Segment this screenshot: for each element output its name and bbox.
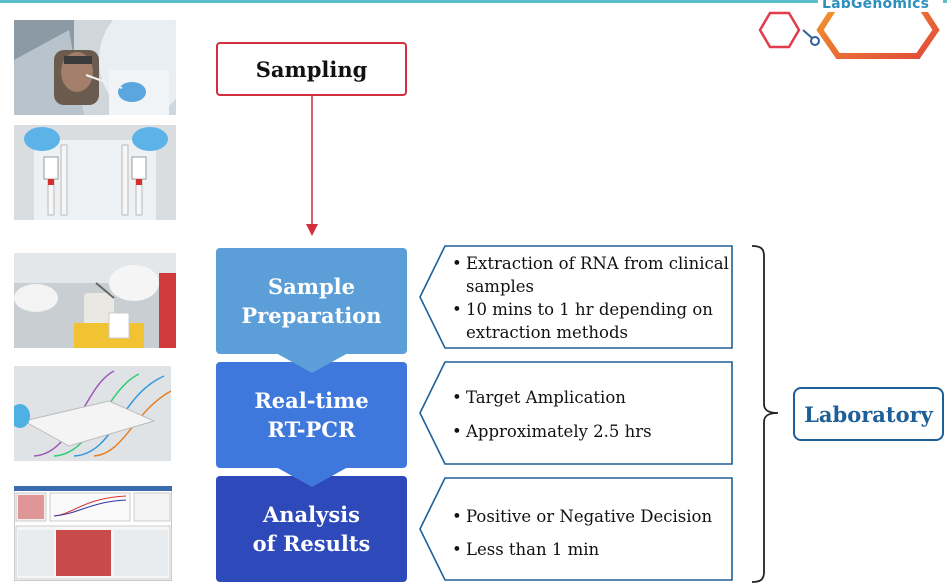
bullet-item: Extraction of RNA from clinical samples (452, 252, 730, 298)
laboratory-label: Laboratory (804, 401, 933, 427)
analysis-software-photo (14, 486, 172, 581)
step-label: Real-time RT-PCR (254, 388, 369, 442)
bullet-item: Less than 1 min (452, 538, 730, 561)
sampling-box: Sampling (216, 42, 407, 96)
step-real-time-rt-pcr: Real-time RT-PCR (216, 362, 407, 468)
bullet-item: Positive or Negative Decision (452, 505, 730, 528)
labgenomics-logo-icon (758, 0, 943, 59)
swab-sampling-photo (14, 20, 176, 115)
lab-bench-photo (14, 253, 176, 348)
step-label: Sample Preparation (241, 274, 382, 328)
step-sample-preparation: Sample Preparation (216, 248, 407, 354)
description-rt-pcr: Target Amplication Approximately 2.5 hrs (452, 386, 730, 454)
bullet-item: Target Amplication (452, 386, 730, 409)
step-analysis-of-results: Analysis of Results (216, 476, 407, 582)
logo-text: LabGenomics (822, 0, 930, 12)
laboratory-box: Laboratory (793, 387, 944, 441)
pcr-plate-photo (14, 366, 171, 461)
red-arrow-connector (306, 96, 318, 236)
top-accent-line (0, 0, 947, 3)
sampling-label: Sampling (255, 56, 368, 82)
bullet-item: Approximately 2.5 hrs (452, 420, 730, 443)
bullet-item: 10 mins to 1 hr depending on extraction … (452, 298, 730, 344)
description-analysis: Positive or Negative Decision Less than … (452, 505, 730, 571)
step-label: Analysis of Results (252, 502, 371, 556)
sample-tubes-photo (14, 125, 176, 220)
description-sample-preparation: Extraction of RNA from clinical samples … (452, 252, 730, 344)
